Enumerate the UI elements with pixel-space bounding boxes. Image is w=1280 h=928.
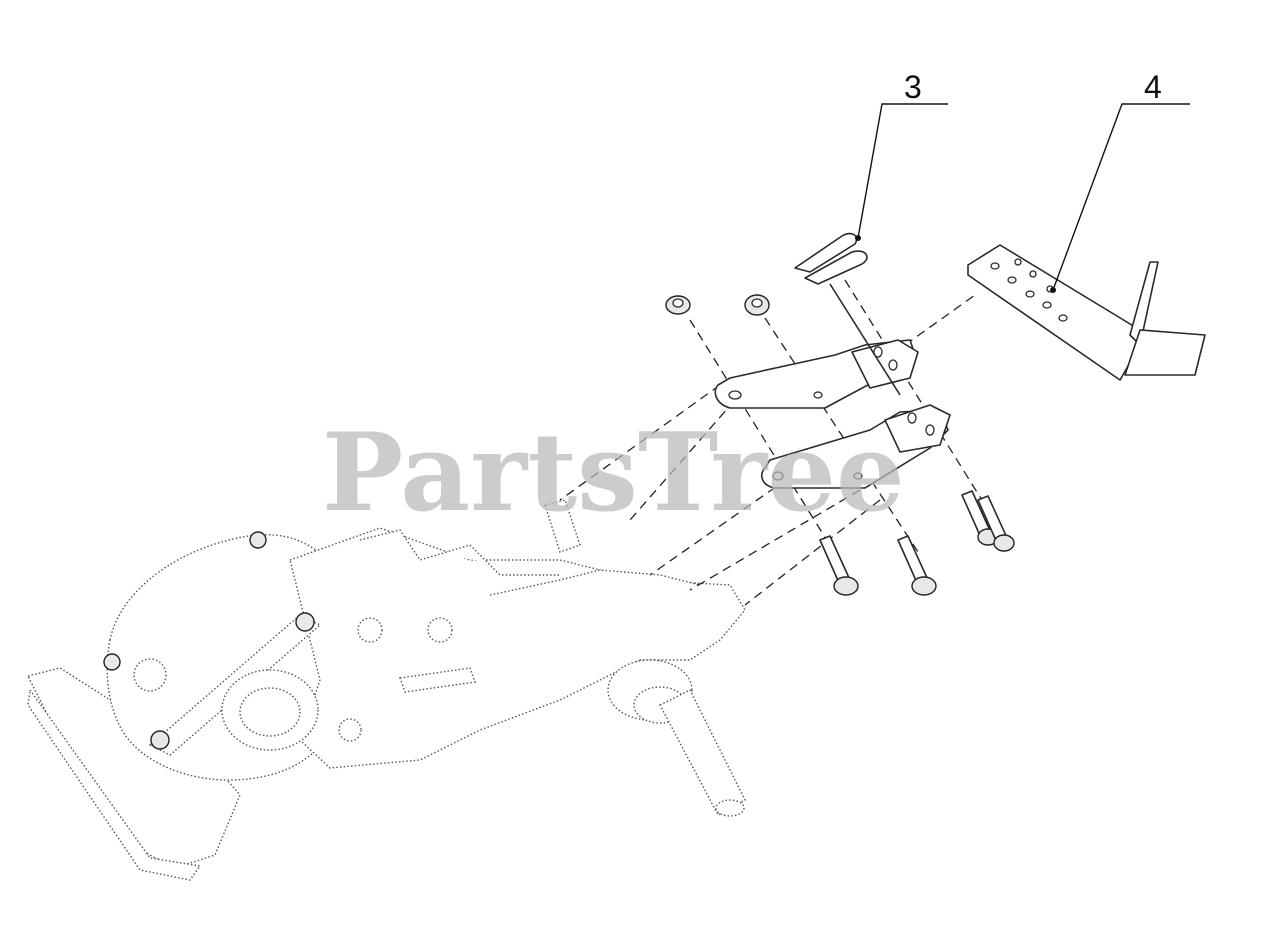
watermark-text: PartsTree (322, 410, 905, 536)
hex-bolts (819, 490, 1015, 596)
transmission-housing (26, 499, 746, 881)
deflector-guard (967, 244, 1206, 381)
callout-3-label: 3 (904, 69, 922, 105)
housing-bolts (103, 531, 315, 750)
assembly-lines (559, 279, 986, 606)
callout-4-label: 4 (1144, 69, 1162, 105)
retainer-clip (794, 232, 901, 396)
callout-3: 3 (855, 69, 948, 241)
lower-mounting-bracket (761, 404, 951, 489)
upper-mounting-bracket (714, 339, 919, 409)
callout-4: 4 (1050, 69, 1190, 293)
flange-nuts (665, 294, 770, 316)
